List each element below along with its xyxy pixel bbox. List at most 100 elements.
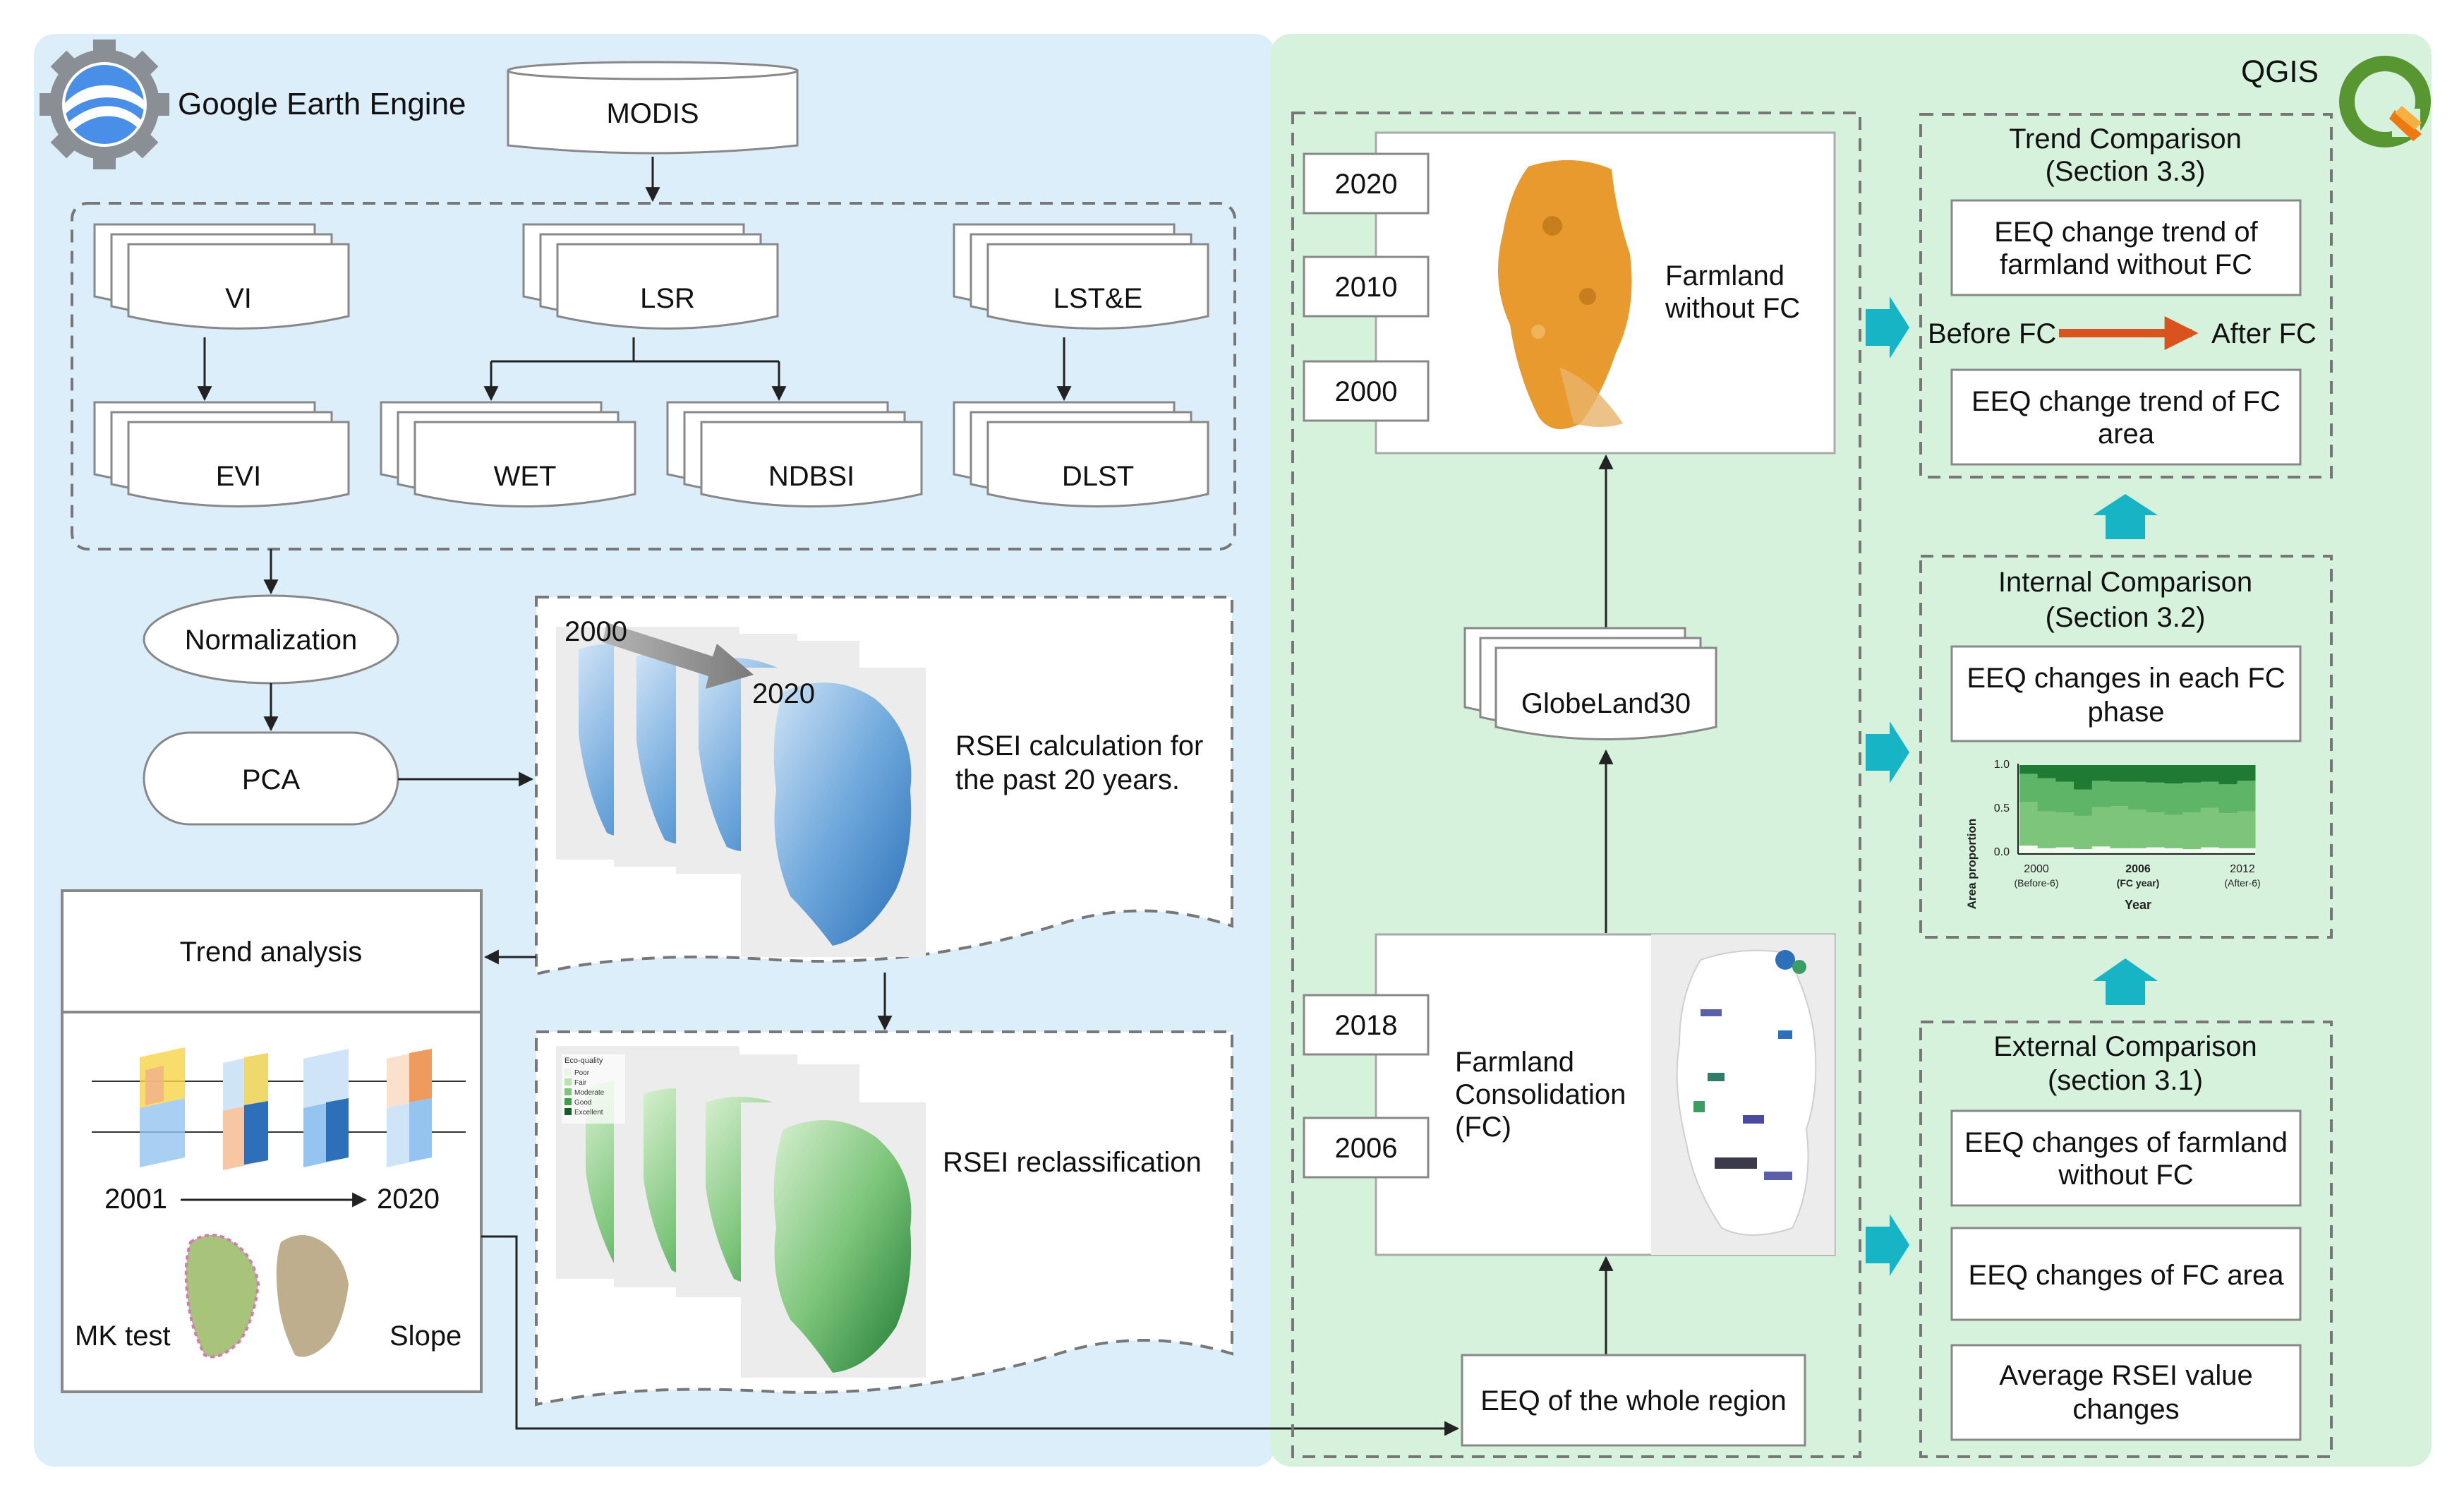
chart-bar-segment [2110,781,2129,807]
chart-xsubtick-1: (FC year) [2117,877,2160,889]
external-item-1-line-2: without FC [2058,1160,2193,1191]
lsr-label: LSR [640,283,695,314]
chart-bar-segment [2218,813,2237,848]
external-comparison-title-1: External Comparison [1993,1031,2257,1062]
trend-item-2-box [1950,368,2302,466]
chart-bar-segment [2128,848,2147,853]
lste-document-stack: LST&E [953,223,1209,330]
wet-document-stack: WET [380,401,636,507]
reclass-legend-title: Eco-quality [564,1057,603,1065]
external-item-3-box [1950,1344,2302,1441]
internal-item-1-line-1: EEQ changes in each FC [1967,663,2285,694]
chart-bar-segment [2110,806,2129,848]
chart-bar-segment [2237,765,2256,781]
dlst-label: DLST [1062,461,1134,492]
chart-bar-segment [2037,848,2056,853]
evi-document-stack: EVI [93,401,350,507]
slope-map [276,1235,349,1357]
ndbsi-label: NDBSI [768,461,854,492]
chart-bar-segment [2128,765,2147,782]
trend-item-2-line-2: area [2098,419,2155,450]
chart-bar-segment [2182,849,2202,853]
chart-bar-segment [2074,849,2093,853]
chart-bar-segment [2218,765,2237,785]
farmland-label-1: Farmland [1665,260,1784,291]
chart-bar-segment [2237,848,2256,853]
external-comparison-title-2: (section 3.1) [2048,1065,2203,1096]
reclass-label: RSEI reclassification [943,1147,1202,1178]
reclass-legend-item-0: Poor [574,1069,590,1077]
chart-bar-segment [2218,848,2237,853]
chart-bar-segment [2182,782,2202,812]
trend-comparison-title-2: (Section 3.3) [2046,156,2206,187]
wet-label: WET [494,461,557,492]
farmland-orange-map [1497,160,1632,429]
chart-bar-segment [2164,848,2183,853]
chart-xsubtick-0: (Before-6) [2014,877,2058,889]
products-group [71,202,1236,551]
chart-bar-segment [2074,815,2093,850]
year-2000-box [1303,360,1430,422]
vi-label: VI [225,283,252,314]
trend-title: Trend analysis [180,937,363,968]
globeland30-document-stack: GlobeLand30 [1463,627,1717,740]
after-fc-label: After FC [2211,318,2317,349]
internal-comparison-title-2: (Section 3.2) [2046,602,2206,633]
internal-comparison-group [1919,555,2333,939]
teal-arrow-up-2 [2093,958,2158,1005]
trend-year-start: 2001 [104,1184,167,1215]
whole-region-label: EEQ of the whole region [1480,1385,1787,1416]
trend-item-1-line-1: EEQ change trend of [1994,217,2258,248]
chart-bar-segment [2055,847,2075,853]
evi-label: EVI [216,461,261,492]
chart-bar-segment [2110,765,2129,782]
rsei-green-map-stack [556,1046,926,1378]
trend-item-1-box [1950,199,2302,296]
year-2018-box [1303,994,1430,1056]
lsr-document-stack: LSR [522,223,779,330]
trend-item-2-line-1: EEQ change trend of FC [1971,386,2281,417]
qgis-title: QGIS [2241,54,2319,89]
year-2020-label: 2020 [1335,169,1398,200]
fc-label-3: (FC) [1455,1112,1511,1143]
chart-bar-segment [2146,847,2166,853]
chart-bar-segment [2200,765,2220,782]
chart-xlabel: Year [2125,898,2151,912]
trend-comparison-group [1919,113,2333,479]
chart-bar-segment [2055,812,2075,848]
year-2006-label: 2006 [1335,1133,1398,1164]
year-2000-label: 2000 [1335,376,1398,407]
chart-bar-segment [2146,765,2166,783]
trend-year-end: 2020 [377,1184,440,1215]
year-progress-arrow [603,622,754,689]
external-item-2-box [1950,1227,2302,1321]
teal-arrow-right-3 [1866,1214,1909,1276]
before-fc-label: Before FC [1928,318,2056,349]
modis-label: MODIS [606,98,699,129]
lste-label: LST&E [1053,283,1143,314]
chart-bars [2019,765,2256,853]
google-earth-engine-logo-icon [40,40,169,169]
chart-bar-segment [2091,765,2110,781]
chart-bar-segment [2110,848,2129,853]
chart-bar-segment [2146,782,2166,812]
area-proportion-chart: Area proportion 0.0 0.5 1.0 2000 2006 20… [1965,759,2261,912]
trend-item-1-line-2: farmland without FC [2000,249,2252,280]
external-comparison-group [1919,1021,2333,1458]
mk-test-label: MK test [75,1320,171,1352]
internal-comparison-title-1: Internal Comparison [1998,567,2252,598]
chart-bar-segment [2091,807,2110,847]
year-2006-box [1303,1117,1430,1179]
external-item-3-line-1: Average RSEI value [1999,1360,2252,1391]
year-2020-box [1303,152,1430,215]
chart-bar-segment [2055,781,2075,812]
rsei-calc-text-2: the past 20 years. [955,764,1180,795]
chart-bar-segment [2019,774,2039,802]
year-2018-label: 2018 [1335,1010,1398,1041]
pca-label: PCA [242,764,301,795]
teal-arrow-right-2 [1866,721,1909,783]
year-2010-label: 2010 [1335,272,1398,303]
chart-bar-segment [2200,781,2220,808]
arrow-trend-to-whole-region [481,1235,1460,1436]
chart-bar-segment [2074,765,2093,790]
